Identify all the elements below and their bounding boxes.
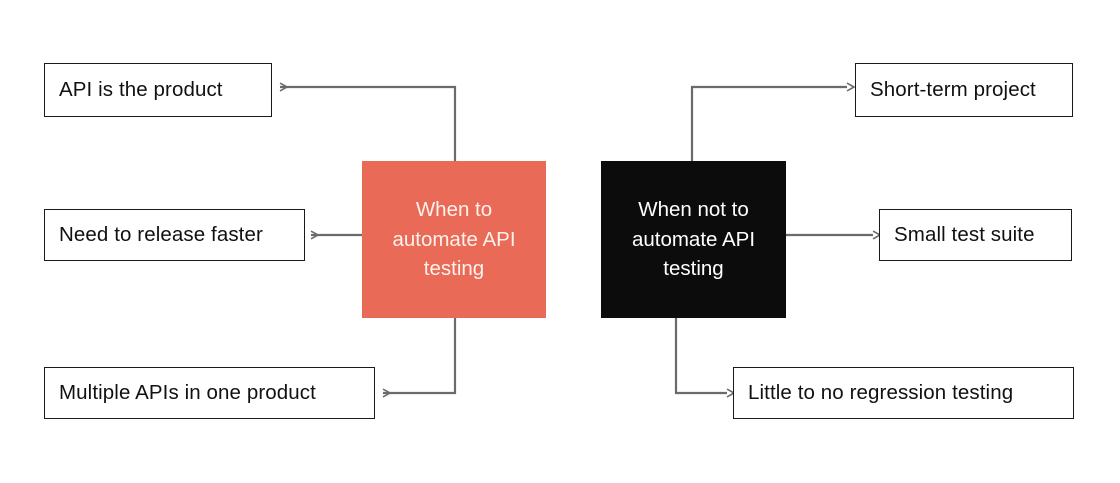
connector-automate-to-api-is-the-product (280, 87, 457, 161)
hub-label: When not to automate API testing (631, 197, 756, 281)
node-api-is-the-product[interactable]: API is the product (44, 63, 272, 117)
node-label: Small test suite (894, 223, 1035, 246)
hub-when-not-to-automate-api-testing[interactable]: When not to automate API testing (601, 161, 786, 318)
hub-when-to-automate-api-testing[interactable]: When to automate API testing (362, 161, 546, 318)
node-label: API is the product (59, 78, 223, 101)
node-little-to-no-regression-testing[interactable]: Little to no regression testing (733, 367, 1074, 419)
connector-automate-to-multiple-apis (383, 318, 457, 393)
node-label: Short-term project (870, 78, 1036, 101)
node-label: Little to no regression testing (748, 381, 1014, 404)
node-label: Multiple APIs in one product (59, 381, 316, 404)
node-small-test-suite[interactable]: Small test suite (879, 209, 1072, 261)
node-label: Need to release faster (59, 223, 263, 246)
node-multiple-apis-in-one-product[interactable]: Multiple APIs in one product (44, 367, 375, 419)
hub-label: When to automate API testing (392, 197, 516, 281)
node-need-to-release-faster[interactable]: Need to release faster (44, 209, 305, 261)
connector-not-automate-to-regression-testing (674, 318, 727, 393)
node-short-term-project[interactable]: Short-term project (855, 63, 1073, 117)
connector-not-automate-to-short-term-project (690, 87, 847, 161)
